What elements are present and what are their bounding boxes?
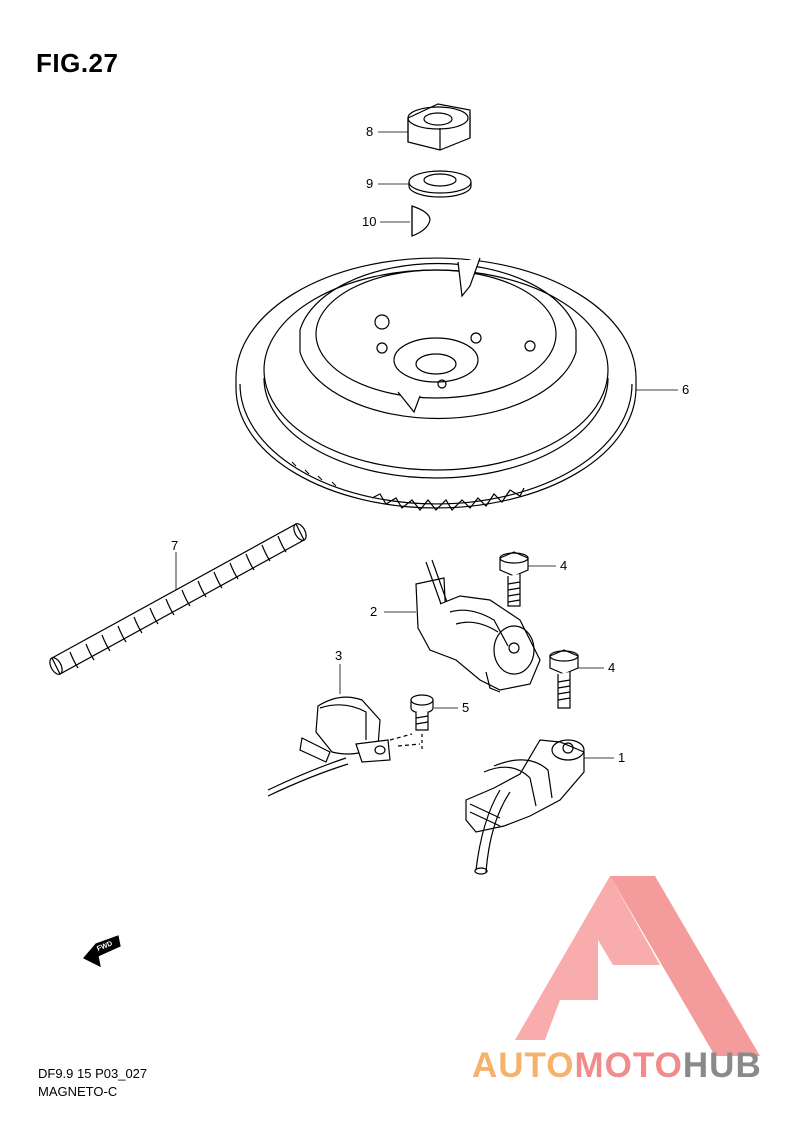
part-5-screw xyxy=(410,694,434,750)
figure-name: MAGNETO-C xyxy=(38,1084,118,1099)
part-7-spiral-tube xyxy=(49,523,307,675)
part-3-pulser-coil xyxy=(267,696,421,797)
callout-label-10: 10 xyxy=(362,214,377,229)
part-10-key xyxy=(411,205,431,237)
part-9-washer xyxy=(408,170,472,198)
figure-code: DF9.9 15 P03_027 xyxy=(38,1066,148,1081)
watermark-part-moto: MOTO xyxy=(574,1046,683,1085)
callout-label-7: 7 xyxy=(171,538,179,553)
callout-label-5: 5 xyxy=(462,700,470,715)
fwd-arrow-icon: FWD xyxy=(83,935,121,968)
watermark-logo-icon xyxy=(515,876,760,1056)
callout-label-8: 8 xyxy=(366,124,374,139)
callout-label-1: 1 xyxy=(618,750,626,765)
figure-title: FIG.27 xyxy=(36,48,119,78)
watermark-text: AUTOMOTOHUB xyxy=(472,1046,762,1086)
callout-label-9: 9 xyxy=(366,176,374,191)
watermark-part-hub: HUB xyxy=(682,1046,762,1085)
part-8-nut xyxy=(407,103,471,151)
part-4-bolt-upper xyxy=(499,551,529,607)
callout-label-4-upper: 4 xyxy=(560,558,568,573)
callout-label-6: 6 xyxy=(682,382,690,397)
part-4-bolt-lower xyxy=(549,649,579,709)
callout-label-3: 3 xyxy=(335,648,343,663)
part-1-ignition-coil xyxy=(465,739,585,875)
callout-label-2: 2 xyxy=(370,604,378,619)
part-2-charge-coil xyxy=(415,559,541,693)
callout-label-4-lower: 4 xyxy=(608,660,616,675)
part-6-flywheel xyxy=(235,257,637,511)
watermark-part-auto: AUTO xyxy=(472,1046,575,1085)
